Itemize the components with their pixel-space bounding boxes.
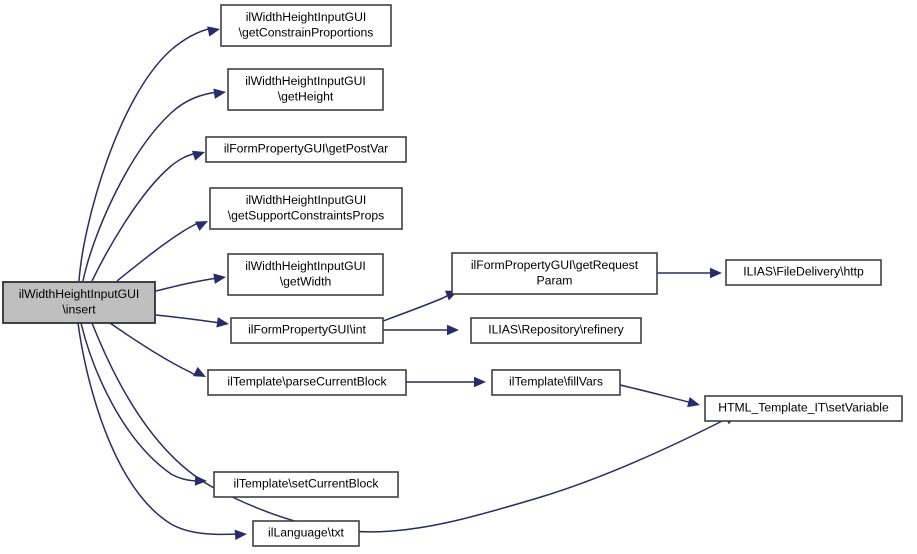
edge-root-to-getConstrainProportions xyxy=(78,27,213,282)
arrowhead-int xyxy=(216,317,229,328)
arrowhead-getPostVar xyxy=(191,150,205,161)
edge-root-to-getWidth xyxy=(155,277,219,292)
node-box-ilFormPropertyGUI-getPostVar[interactable] xyxy=(205,136,407,163)
node-label-ilLanguage-txt-line0: ilLanguage\txt xyxy=(268,526,345,540)
node-box-ilTemplate-setCurrentBlock[interactable] xyxy=(213,471,399,498)
node-ilFormPropertyGUI-int[interactable]: ilFormPropertyGUI\int xyxy=(230,317,384,344)
edge-root-to-parseCurrentBlock xyxy=(109,322,199,377)
node-ilWidthHeightInputGUI-insert[interactable]: ilWidthHeightInputGUI\insert xyxy=(2,281,156,324)
node-label-ilWidthHeightInputGUI-insert-line1: \insert xyxy=(62,302,96,316)
node-label-ilWidthHeightInputGUI-getHeight-line0: ilWidthHeightInputGUI xyxy=(245,74,366,88)
arrowhead-parseCurrentBlock xyxy=(192,366,206,377)
arrowhead-getWidth xyxy=(213,273,226,284)
node-ilTemplate-setCurrentBlock[interactable]: ilTemplate\setCurrentBlock xyxy=(213,471,399,498)
node-label-ilTemplate-parseCurrentBlock-line0: ilTemplate\parseCurrentBlock xyxy=(227,375,387,389)
node-label-ilFormPropertyGUI-getPostVar-line0: ilFormPropertyGUI\getPostVar xyxy=(224,142,388,156)
edge-root-to-setVariable xyxy=(91,322,731,533)
arrowhead-setCurrentBlock xyxy=(194,475,207,486)
node-label-ilFormPropertyGUI-getRequestParam-line0: ilFormPropertyGUI\getRequest xyxy=(471,258,639,272)
arrow-triangle xyxy=(474,376,486,388)
arrowhead-fileDeliveryHttp xyxy=(710,267,722,279)
node-label-ilFormPropertyGUI-getRequestParam-line1: Param xyxy=(537,273,573,287)
node-box-ilWidthHeightInputGUI-insert[interactable] xyxy=(2,281,156,324)
edge-root-to-getSupportConstraintsProps xyxy=(116,221,201,282)
node-label-ilWidthHeightInputGUI-getConstrainProportions-line1: \getConstrainProportions xyxy=(239,25,374,39)
arrow-triangle xyxy=(710,267,722,279)
arrow-triangle xyxy=(191,150,205,161)
node-label-ilWidthHeightInputGUI-insert-line0: ilWidthHeightInputGUI xyxy=(19,287,140,301)
node-box-ilTemplate-parseCurrentBlock[interactable] xyxy=(207,369,407,396)
node-ilWidthHeightInputGUI-getWidth[interactable]: ilWidthHeightInputGUI\getWidth xyxy=(227,253,384,296)
node-box-ilWidthHeightInputGUI-getConstrainProportions[interactable] xyxy=(220,4,392,47)
node-box-ilFormPropertyGUI-getRequestParam[interactable] xyxy=(451,252,658,295)
arrow-triangle xyxy=(213,88,226,99)
arrow-triangle xyxy=(207,26,220,37)
node-box-ilWidthHeightInputGUI-getWidth[interactable] xyxy=(227,253,384,296)
node-box-ilTemplate-fillVars[interactable] xyxy=(491,369,621,396)
node-label-ilTemplate-fillVars-line0: ilTemplate\fillVars xyxy=(509,375,603,389)
node-label-ILIAS-Repository-refinery-line0: ILIAS\Repository\refinery xyxy=(488,323,624,337)
node-ilFormPropertyGUI-getPostVar[interactable]: ilFormPropertyGUI\getPostVar xyxy=(205,136,407,163)
node-box-ilWidthHeightInputGUI-getSupportConstraintsProps[interactable] xyxy=(209,187,403,230)
arrow-triangle xyxy=(194,221,208,231)
node-box-HTML_Template_IT-setVariable[interactable] xyxy=(704,395,903,422)
arrow-triangle xyxy=(447,324,459,336)
arrowhead-fillVars xyxy=(474,376,486,388)
node-box-ilLanguage-txt[interactable] xyxy=(252,520,360,547)
node-ilTemplate-fillVars[interactable]: ilTemplate\fillVars xyxy=(491,369,621,396)
node-box-ilWidthHeightInputGUI-getHeight[interactable] xyxy=(227,68,384,111)
node-ilWidthHeightInputGUI-getHeight[interactable]: ilWidthHeightInputGUI\getHeight xyxy=(227,68,384,111)
node-ilLanguage-txt[interactable]: ilLanguage\txt xyxy=(252,520,360,547)
node-ilWidthHeightInputGUI-getConstrainProportions[interactable]: ilWidthHeightInputGUI\getConstrainPropor… xyxy=(220,4,392,47)
node-label-ilWidthHeightInputGUI-getSupportConstraintsProps-line1: \getSupportConstraintsProps xyxy=(228,208,385,222)
node-box-ILIAS-FileDelivery-http[interactable] xyxy=(725,259,882,286)
arrowhead-getSupportConstraintsProps xyxy=(194,221,208,231)
arrowhead-getHeight xyxy=(213,88,226,99)
node-label-ilTemplate-setCurrentBlock-line0: ilTemplate\setCurrentBlock xyxy=(234,477,380,491)
edge-root-to-setCurrentBlock xyxy=(80,322,200,482)
node-label-ilWidthHeightInputGUI-getWidth-line0: ilWidthHeightInputGUI xyxy=(245,259,366,273)
node-label-ilWidthHeightInputGUI-getHeight-line1: \getHeight xyxy=(278,89,334,103)
arrow-triangle xyxy=(216,317,229,328)
arrow-triangle xyxy=(192,366,206,377)
arrowhead-txt xyxy=(234,529,247,541)
node-label-ILIAS-FileDelivery-http-line0: ILIAS\FileDelivery\http xyxy=(743,265,864,279)
arrow-triangle xyxy=(687,397,700,408)
edge-root-to-txt xyxy=(77,322,240,536)
node-ilWidthHeightInputGUI-getSupportConstraintsProps[interactable]: ilWidthHeightInputGUI\getSupportConstrai… xyxy=(209,187,403,230)
node-label-ilFormPropertyGUI-int-line0: ilFormPropertyGUI\int xyxy=(248,323,366,337)
node-box-ilFormPropertyGUI-int[interactable] xyxy=(230,317,384,344)
edge-int-to-getRequestParam xyxy=(382,292,454,322)
edge-root-to-getHeight xyxy=(82,91,219,282)
node-HTML_Template_IT-setVariable[interactable]: HTML_Template_IT\setVariable xyxy=(704,395,903,422)
arrowhead-refinery xyxy=(447,324,459,336)
arrow-triangle xyxy=(213,273,226,284)
edge-root-to-int xyxy=(155,314,222,324)
node-label-HTML_Template_IT-setVariable-line0: HTML_Template_IT\setVariable xyxy=(718,401,889,415)
node-label-ilWidthHeightInputGUI-getWidth-line1: \getWidth xyxy=(280,274,331,288)
node-ILIAS-FileDelivery-http[interactable]: ILIAS\FileDelivery\http xyxy=(725,259,882,286)
arrowhead-setVariable-from-fillVars xyxy=(687,397,700,408)
arrow-triangle xyxy=(194,475,207,486)
node-label-ilWidthHeightInputGUI-getSupportConstraintsProps-line0: ilWidthHeightInputGUI xyxy=(246,193,367,207)
node-ilTemplate-parseCurrentBlock[interactable]: ilTemplate\parseCurrentBlock xyxy=(207,369,407,396)
edge-root-to-getPostVar xyxy=(91,152,198,282)
edges-layer xyxy=(77,27,731,536)
node-label-ilWidthHeightInputGUI-getConstrainProportions-line0: ilWidthHeightInputGUI xyxy=(246,10,367,24)
node-box-ILIAS-Repository-refinery[interactable] xyxy=(470,317,642,344)
arrow-triangle xyxy=(234,529,247,541)
arrowhead-getConstrainProportions xyxy=(207,26,220,37)
nodes-layer: ilWidthHeightInputGUI\insertilWidthHeigh… xyxy=(2,4,903,547)
node-ILIAS-Repository-refinery[interactable]: ILIAS\Repository\refinery xyxy=(470,317,642,344)
edge-fillVars-to-setVariable xyxy=(619,384,694,404)
